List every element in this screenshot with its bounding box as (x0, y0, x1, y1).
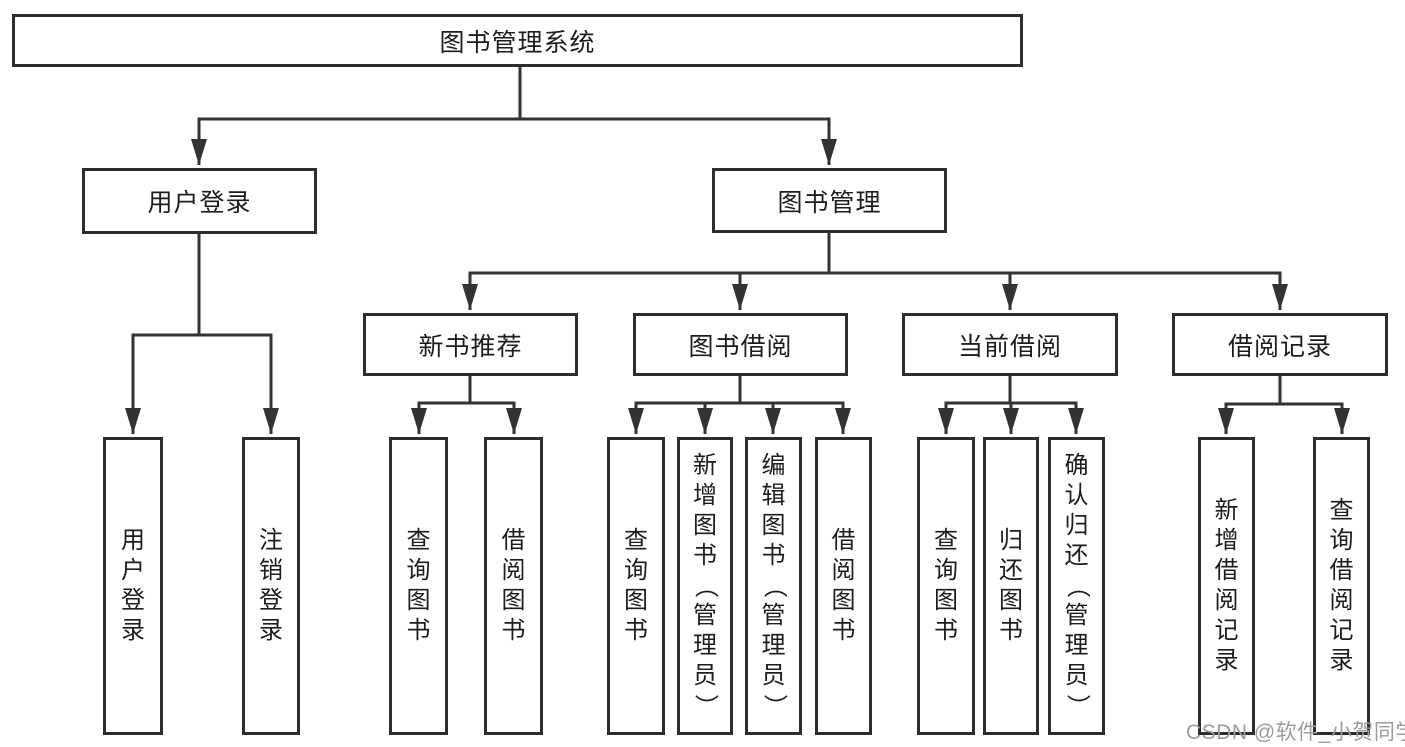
node-user-login: 用户登录 (82, 168, 317, 234)
node-book-management: 图书管理 (712, 168, 947, 233)
leaf-query-books-borrowing: 查询图书 (607, 437, 665, 735)
node-label: 借阅图书 (501, 527, 526, 644)
node-label: 编辑图书（管理员） (760, 452, 788, 718)
leaf-query-borrowing-record: 查询借阅记录 (1313, 437, 1370, 735)
node-label: 注销登录 (259, 527, 283, 644)
node-label: 新增图书（管理员） (692, 452, 719, 718)
node-label: 图书管理 (777, 188, 882, 217)
node-label: 查询图书 (406, 527, 431, 644)
leaf-add-borrowing-record: 新增借阅记录 (1198, 437, 1255, 735)
node-label: 新增借阅记录 (1214, 497, 1239, 674)
node-label: 查询借阅记录 (1329, 497, 1354, 674)
node-label: 图书借阅 (688, 332, 793, 361)
node-current-borrowing: 当前借阅 (902, 313, 1118, 376)
leaf-borrow-books-borrowing: 借阅图书 (815, 437, 872, 735)
node-label: 借阅记录 (1227, 332, 1332, 361)
leaf-edit-books-admin: 编辑图书（管理员） (745, 437, 802, 735)
node-label: 新书推荐 (418, 332, 523, 361)
node-new-book-recommendation: 新书推荐 (363, 313, 578, 376)
node-label: 借阅图书 (831, 527, 856, 644)
node-library-management-system: 图书管理系统 (12, 14, 1023, 67)
leaf-confirm-return-admin: 确认归还（管理员） (1048, 437, 1105, 735)
leaf-add-books-admin: 新增图书（管理员） (677, 437, 733, 735)
node-label: 图书管理系统 (439, 28, 596, 57)
node-label: 归还图书 (999, 527, 1023, 644)
leaf-return-books: 归还图书 (983, 437, 1039, 735)
csdn-watermark: CSDN @软件_小贺同学 (1186, 721, 1405, 744)
leaf-user-login: 用户登录 (103, 437, 163, 735)
leaf-logout-login: 注销登录 (242, 437, 300, 735)
node-label: 确认归还（管理员） (1063, 452, 1091, 718)
leaf-borrow-books-recommend: 借阅图书 (484, 437, 543, 735)
node-book-borrowing: 图书借阅 (633, 313, 848, 376)
leaf-query-books-recommend: 查询图书 (389, 437, 448, 735)
node-label: 用户登录 (147, 189, 252, 217)
leaf-query-books-current: 查询图书 (917, 437, 975, 735)
node-label: 当前借阅 (957, 332, 1062, 361)
node-label: 查询图书 (934, 527, 958, 644)
node-label: 查询图书 (624, 527, 648, 644)
node-borrowing-records: 借阅记录 (1172, 313, 1388, 376)
node-label: 用户登录 (121, 527, 145, 644)
